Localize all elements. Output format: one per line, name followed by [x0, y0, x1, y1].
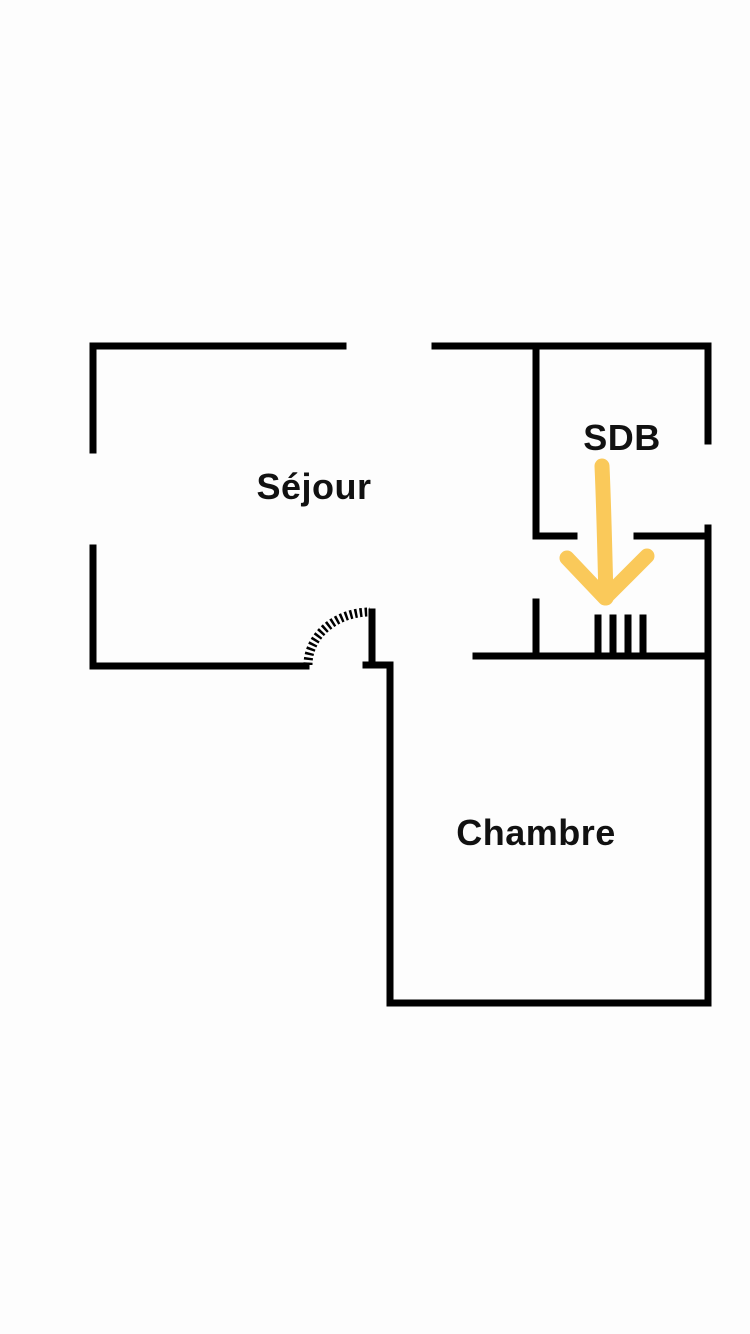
room-label-living: Séjour: [256, 466, 372, 507]
down-arrow-icon: [559, 458, 655, 606]
wall-living-left-lower: [89, 544, 310, 670]
room-label-bathroom: SDB: [583, 417, 661, 458]
door-swing-arc: [303, 607, 371, 666]
room-label-bedroom: Chambre: [456, 812, 616, 853]
wall-bathroom-left: [532, 342, 578, 540]
wall-right: [362, 524, 712, 1007]
wall-top-right: [431, 342, 712, 445]
